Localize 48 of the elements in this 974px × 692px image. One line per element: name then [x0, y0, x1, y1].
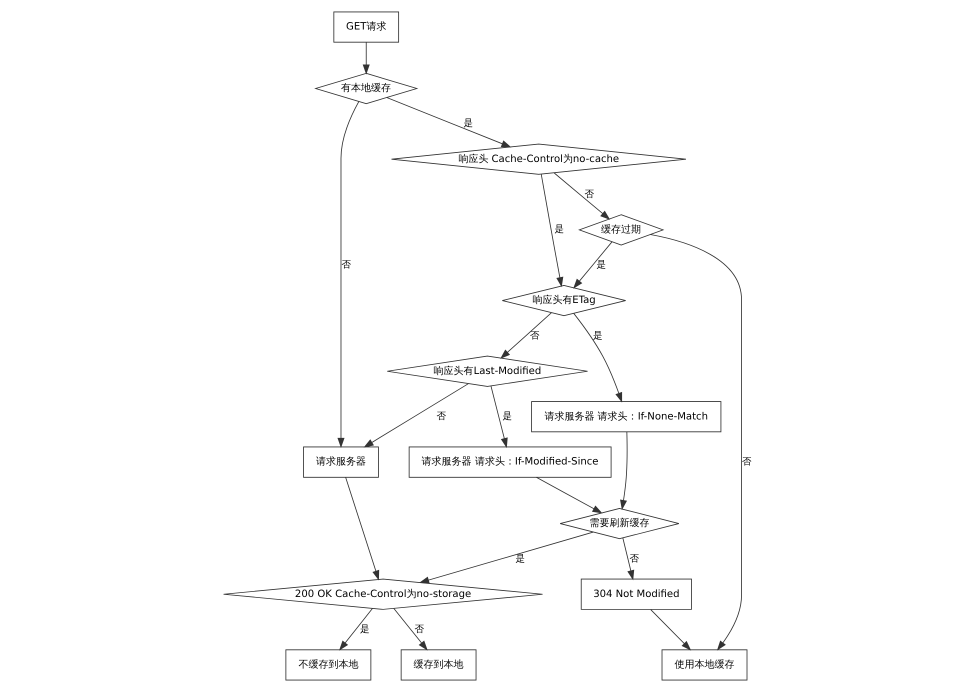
node-box: 304 Not Modified: [580, 578, 692, 610]
node-diamond: 200 OK Cache-Control为no-storage: [222, 578, 542, 610]
arrow: [650, 609, 691, 651]
node-diamond: 响应头有Last-Modified: [386, 356, 588, 387]
edge-label: 是: [554, 224, 563, 236]
edge-label: 是: [463, 118, 472, 130]
node-box: 不缓存到本地: [284, 649, 371, 680]
edge-label: 否: [414, 624, 424, 635]
edge-label: 否: [742, 456, 751, 468]
arrow: [392, 608, 428, 651]
edge-label: 否: [628, 553, 638, 564]
node-diamond: 有本地缓存: [314, 72, 418, 104]
arrow: [620, 432, 628, 510]
edge-label: 是: [360, 624, 369, 635]
edge-label: 否: [584, 188, 594, 200]
arrow: [540, 174, 563, 288]
node-box: 请求服务器: [302, 446, 378, 478]
arrow: [572, 313, 622, 403]
edge-label: 是: [502, 411, 511, 422]
arrow: [622, 538, 634, 580]
node-diamond: 响应头 Cache-Control为no-cache: [390, 144, 686, 175]
arrow: [553, 172, 610, 220]
arrow: [535, 476, 602, 514]
node-box: 使用本地缓存: [661, 649, 747, 680]
arrow: [490, 386, 508, 448]
edge-label: 是: [592, 330, 602, 342]
node-box: 缓存到本地: [400, 649, 476, 680]
node-diamond: 响应头有ETag: [501, 284, 626, 316]
arrow: [336, 101, 359, 448]
edge-label: 否: [341, 260, 350, 271]
node-box: GET请求: [332, 12, 399, 43]
node-box: 请求服务器 请求头：If-Modified-Since: [408, 446, 612, 478]
edge-label: 是: [515, 553, 524, 564]
arrow: [500, 312, 552, 359]
arrow: [344, 477, 379, 580]
node-diamond: 缓存过期: [578, 214, 664, 246]
arrow: [418, 532, 594, 584]
arrow: [572, 241, 612, 289]
arrow: [649, 234, 742, 651]
arrow: [363, 383, 468, 448]
edge-label: 是: [596, 260, 606, 271]
edge-label: 否: [530, 330, 539, 342]
edge-label: 否: [436, 411, 446, 422]
node-box: 请求服务器 请求头：If-None-Match: [530, 401, 721, 432]
arrow: [362, 42, 370, 75]
arrow: [386, 97, 511, 148]
arrow: [338, 608, 372, 651]
node-diamond: 需要刷新缓存: [559, 508, 679, 540]
